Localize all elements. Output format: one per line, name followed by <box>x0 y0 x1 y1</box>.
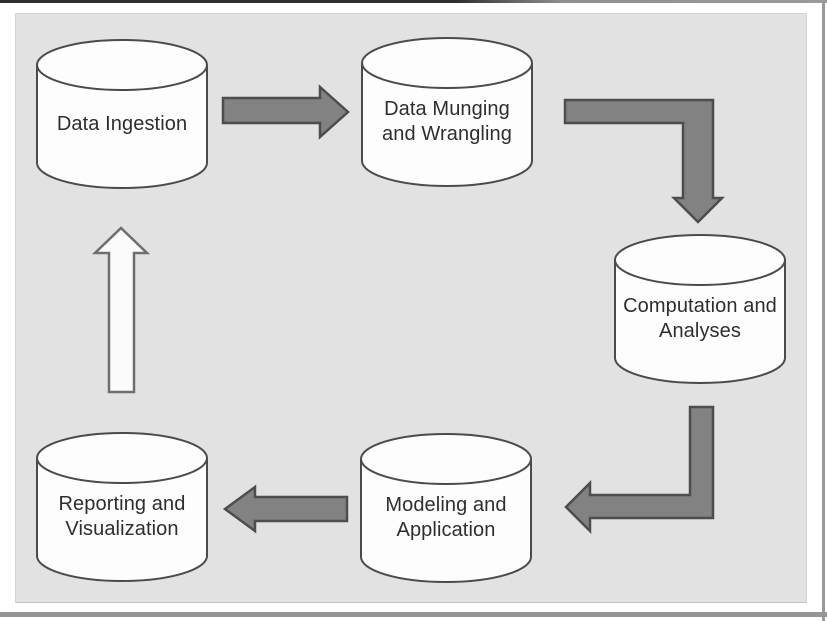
frame-bottom-line <box>0 612 827 617</box>
label-line: Modeling and <box>385 494 507 516</box>
node-label-computation: Computation and Analyses <box>616 275 784 363</box>
arrow-ingestion-to-munging <box>221 84 350 140</box>
node-label-modeling: Modeling and Application <box>362 474 530 562</box>
cylinder-shape <box>614 234 786 384</box>
label-line: and Wrangling <box>382 123 512 145</box>
label-line: Data Munging <box>384 98 510 120</box>
node-label-data-ingestion: Data Ingestion <box>38 80 206 168</box>
arrow-computation-to-modeling <box>564 405 715 535</box>
node-computation-and-analyses: Computation and Analyses <box>612 233 788 385</box>
arrow-munging-to-computation <box>563 98 726 224</box>
arrow-reporting-to-ingestion <box>91 226 151 394</box>
cylinder-shape <box>36 39 208 189</box>
label-line: Application <box>396 519 496 541</box>
label-line: Visualization <box>65 518 179 540</box>
node-modeling-and-application: Modeling and Application <box>358 432 534 584</box>
cylinder-shape <box>361 37 533 187</box>
arrow-modeling-to-reporting <box>222 484 349 534</box>
label-line: Data Ingestion <box>56 112 188 135</box>
node-reporting-and-visualization: Reporting and Visualization <box>34 431 210 583</box>
frame-top-line <box>0 0 827 3</box>
cylinder-shape <box>360 433 532 583</box>
label-line: Computation and <box>623 295 777 317</box>
node-label-data-munging: Data Munging and Wrangling <box>363 78 531 166</box>
frame-right-line <box>822 0 825 621</box>
label-line: Analyses <box>659 320 741 342</box>
node-data-munging-and-wrangling: Data Munging and Wrangling <box>359 36 535 188</box>
node-label-reporting: Reporting and Visualization <box>38 473 206 561</box>
cylinder-shape <box>36 432 208 582</box>
node-data-ingestion: Data Ingestion <box>34 38 210 190</box>
label-line: Reporting and <box>58 493 186 515</box>
